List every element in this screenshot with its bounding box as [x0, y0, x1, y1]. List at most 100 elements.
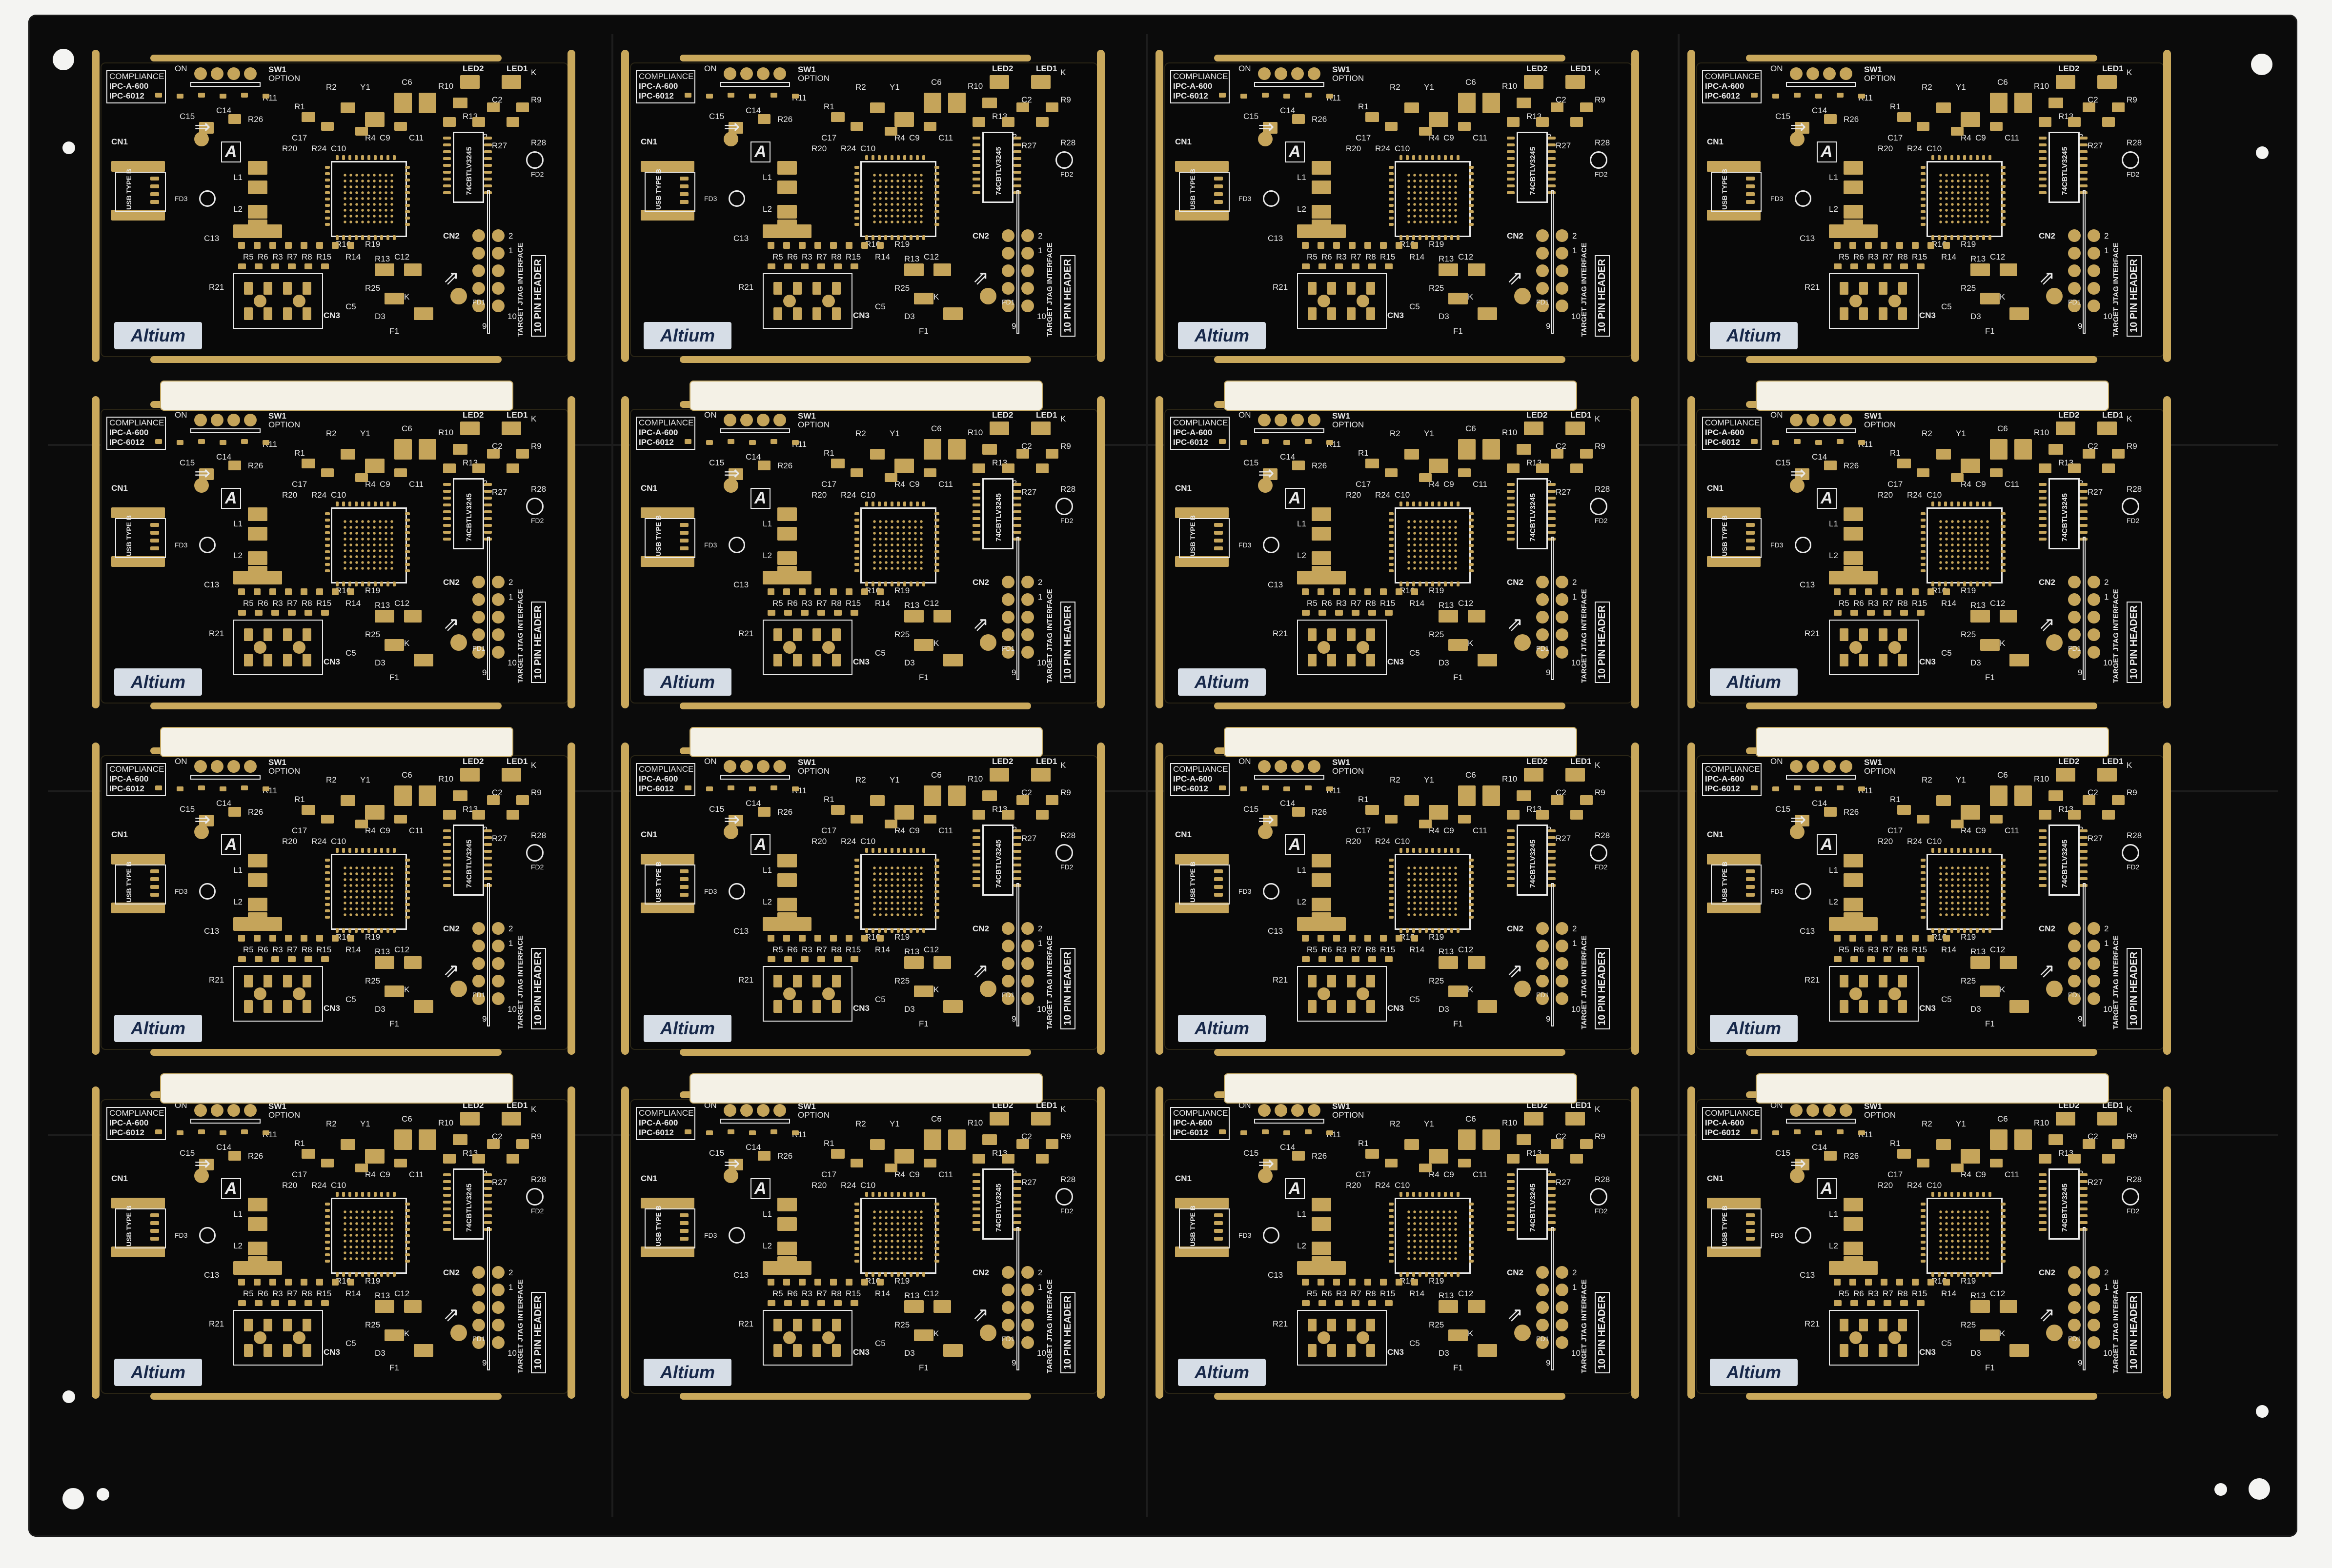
- smd-pad: [1548, 538, 1556, 541]
- smd-pad: [1312, 898, 1331, 911]
- smd-pad: [885, 1164, 897, 1172]
- silkscreen-label-option: OPTION: [1864, 420, 1896, 429]
- smd-pad: [1897, 459, 1911, 468]
- smd-pad: [1458, 1159, 1471, 1167]
- smd-pad: [872, 848, 874, 853]
- silkscreen-label-c15: C15: [1775, 1148, 1791, 1158]
- smd-pad: [934, 550, 939, 553]
- smd-pad: [1458, 815, 1471, 824]
- arrow-icon: ⇒: [438, 957, 465, 985]
- smd-pad: [2080, 531, 2088, 534]
- smd-pad: [355, 1164, 368, 1172]
- silkscreen-label-r16: R16: [1931, 240, 1947, 249]
- smd-pad: [443, 178, 451, 181]
- silkscreen-label-led1: LED1: [1036, 1101, 1057, 1110]
- smd-pad: [414, 654, 433, 666]
- smd-pad: [749, 440, 756, 445]
- altium-a-icon: A: [750, 488, 771, 509]
- silkscreen-label-led2: LED2: [2058, 757, 2080, 766]
- smd-pad: [861, 935, 868, 942]
- silkscreen-label-f1: F1: [1985, 1019, 1995, 1028]
- component-outline: [1254, 428, 1324, 433]
- via-pad: [1021, 940, 1034, 952]
- buffer-ic: [1517, 132, 1548, 203]
- smd-pad: [1457, 848, 1460, 853]
- smd-pad: [386, 235, 389, 240]
- silkscreen-label-r25: R25: [894, 283, 910, 293]
- via-pad: [492, 957, 505, 970]
- smd-pad: [507, 463, 519, 473]
- smd-pad: [443, 857, 451, 860]
- smd-pad: [2039, 137, 2047, 140]
- smd-pad: [325, 903, 330, 906]
- smd-pad: [1921, 1222, 1926, 1225]
- via-pad: [492, 1284, 505, 1296]
- smd-pad: [2080, 483, 2088, 486]
- smd-pad: [1046, 1139, 1058, 1149]
- component-outline: [487, 537, 490, 680]
- silkscreen-label-cn1: CN1: [111, 137, 128, 146]
- smd-pad: [443, 1180, 451, 1183]
- smd-pad: [1469, 865, 1474, 868]
- smd-pad: [1406, 235, 1409, 240]
- smd-pad: [728, 1129, 734, 1134]
- smd-pad: [854, 1222, 859, 1225]
- smd-pad: [1912, 935, 1919, 942]
- via-pad: [1258, 824, 1273, 839]
- smd-pad: [2080, 1228, 2088, 1231]
- smd-pad: [1961, 1149, 1980, 1164]
- via-pad: [472, 247, 485, 260]
- fiducial-ring: [1263, 883, 1279, 900]
- smd-pad: [1969, 848, 1972, 853]
- silkscreen-label-led2: LED2: [992, 757, 1014, 766]
- smd-pad: [1921, 1247, 1926, 1250]
- smd-pad: [1389, 1234, 1394, 1237]
- smd-pad: [405, 525, 410, 528]
- smd-pad: [1046, 102, 1058, 112]
- silkscreen-label-r20: R20: [811, 1181, 827, 1190]
- smd-pad: [1990, 93, 2008, 113]
- gold-rail-bottom: [1214, 1393, 1565, 1400]
- silkscreen-label-c10: C10: [1926, 490, 1942, 500]
- smd-pad: [812, 654, 821, 666]
- smd-pad: [1938, 235, 1941, 240]
- smd-pad: [1849, 242, 1856, 249]
- silkscreen-label-fd3: FD3: [1238, 887, 1252, 895]
- smd-pad: [1419, 502, 1421, 506]
- smd-pad: [1469, 884, 1474, 887]
- microcontroller-ic: [1926, 1198, 2003, 1274]
- silkscreen-label-fd2: FD2: [531, 1207, 544, 1215]
- via-pad: [757, 414, 770, 426]
- smd-pad: [1829, 571, 1878, 584]
- silkscreen-label-r8: R8: [302, 599, 312, 608]
- buffer-ic: [1517, 824, 1548, 896]
- via-pad: [227, 414, 240, 426]
- smd-pad: [812, 1000, 821, 1013]
- smd-pad: [2001, 519, 2006, 522]
- smd-pad: [1921, 512, 1926, 515]
- smd-pad: [1380, 1279, 1387, 1286]
- silkscreen-label-on: ON: [175, 410, 187, 420]
- smd-pad: [948, 93, 966, 113]
- smd-pad: [1389, 204, 1394, 207]
- smd-pad: [1014, 1194, 1021, 1197]
- smd-pad: [1507, 178, 1515, 181]
- smd-pad: [1399, 155, 1402, 160]
- via-pad: [2068, 940, 2081, 952]
- via-pad: [472, 1284, 485, 1296]
- tooling-hole: [2256, 1405, 2269, 1418]
- component-outline: [1786, 82, 1856, 87]
- smd-pad: [910, 155, 913, 160]
- smd-pad: [325, 538, 330, 541]
- silkscreen-label-option: OPTION: [1864, 1110, 1896, 1120]
- smd-pad: [680, 869, 689, 873]
- silkscreen-label-d3: D3: [1439, 1348, 1449, 1358]
- smd-pad: [1450, 1272, 1453, 1277]
- smd-pad: [150, 1237, 159, 1241]
- smd-pad: [924, 1159, 936, 1167]
- via-pad: [1556, 1266, 1568, 1279]
- smd-pad: [891, 235, 893, 240]
- via-pad: [472, 1266, 485, 1279]
- silkscreen-label-c11: C11: [938, 1170, 953, 1179]
- fiducial-ring: [199, 883, 216, 900]
